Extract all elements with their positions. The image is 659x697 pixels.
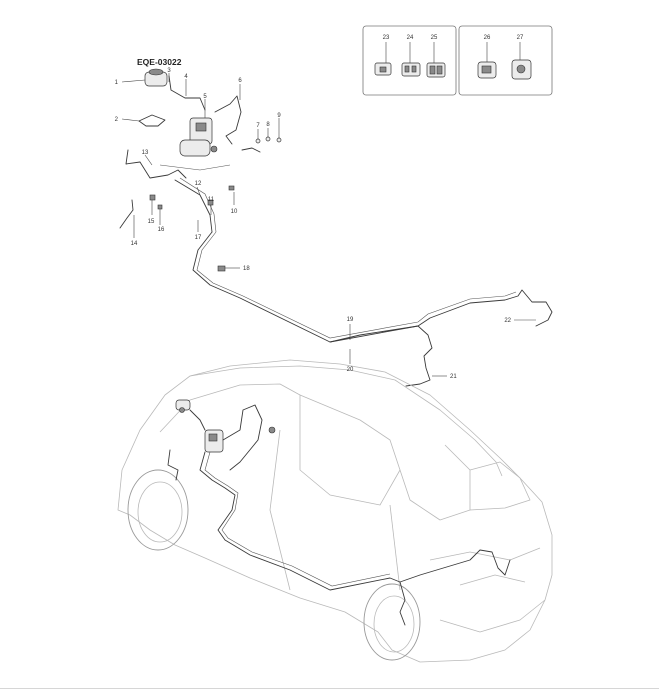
reservoir-part-1 [121,68,168,87]
callout-2: 2 [115,117,119,123]
callout-6: 6 [238,78,242,84]
callout-9: 9 [277,113,281,119]
pipe-part-6 [214,84,242,145]
callout-24: 24 [407,35,414,41]
clip-part-18 [217,265,240,272]
callout-19: 19 [347,317,354,323]
clips-part-10-11-15-16-17 [149,185,235,232]
abs-modulator-part-5 [179,99,218,157]
part-25-clip [426,42,446,78]
callout-1: 1 [115,80,119,86]
bottom-divider [0,688,659,689]
callout-23: 23 [383,35,390,41]
hose-part-14 [119,199,135,238]
callout-16: 16 [158,227,165,233]
part-26-clip [477,42,497,79]
callout-20: 20 [347,367,354,373]
inset-box-left: 23 24 25 [362,25,457,96]
part-24-clip [401,42,421,77]
vehicle-outline [117,359,553,663]
callout-17: 17 [195,235,202,241]
callout-14: 14 [131,241,138,247]
fittings-part-7-9 [241,118,282,153]
callout-10: 10 [231,209,238,215]
callout-11: 11 [208,197,215,203]
callout-8: 8 [266,122,270,128]
callout-22: 22 [504,318,511,324]
callout-15: 15 [148,219,155,225]
callout-13: 13 [142,150,149,156]
installed-brake-system [167,399,511,626]
hose-part-3-4 [168,73,206,111]
callout-21: 21 [450,374,457,380]
inset-box-right: 26 27 [458,25,553,96]
brake-pipe-part-19-20 [192,231,553,387]
callout-4: 4 [184,74,188,80]
bracket-part-2 [121,114,166,127]
callout-25: 25 [431,35,438,41]
part-27-clip [511,42,532,80]
callout-18: 18 [243,266,250,272]
part-23-clip [374,42,392,76]
callout-7: 7 [256,123,260,129]
pipe-part-13 [125,149,231,179]
callout-12: 12 [195,181,202,187]
callout-5: 5 [203,94,207,100]
callout-27: 27 [517,35,524,41]
callout-26: 26 [484,35,491,41]
diagram-code: EQE-03022 [137,57,182,67]
callout-3: 3 [167,68,171,74]
